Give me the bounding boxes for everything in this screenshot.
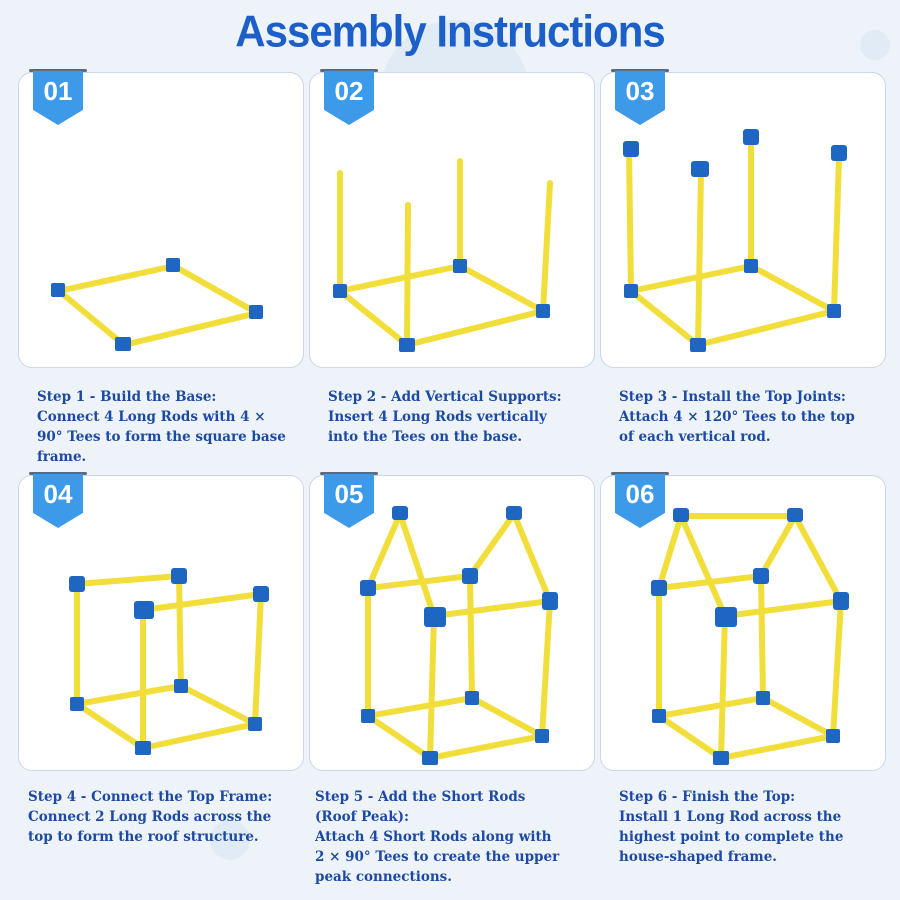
- step-1-text: Step 1 - Build the Base:Connect 4 Long R…: [37, 389, 286, 465]
- step-card-2: 02: [309, 69, 595, 368]
- step-card-5: 05: [309, 472, 595, 771]
- vertical-supports-illustration: [333, 158, 553, 352]
- base-frame-illustration: [51, 258, 263, 351]
- step-card-6: 06: [600, 472, 886, 771]
- step-badge: 03: [611, 69, 669, 127]
- step-badge: 05: [320, 472, 378, 530]
- background-decoration: [860, 30, 890, 60]
- step-card-4: 04: [18, 472, 304, 771]
- top-joints-illustration: [623, 129, 847, 352]
- step-2-text: Step 2 - Add Vertical Supports:Insert 4 …: [328, 389, 562, 445]
- step-6-text: Step 6 - Finish the Top:Install 1 Long R…: [619, 789, 844, 865]
- step-card-3: 03: [600, 69, 886, 368]
- step-badge: 02: [320, 69, 378, 127]
- page-title: Assembly Instructions: [235, 6, 665, 57]
- roof-peak-illustration: [360, 506, 558, 765]
- step-3-text: Step 3 - Install the Top Joints:Attach 4…: [619, 389, 855, 445]
- step-badge: 01: [29, 69, 87, 127]
- background-decoration: [210, 820, 250, 860]
- step-card-1: 01: [18, 69, 304, 368]
- finished-house-frame-illustration: [651, 508, 849, 765]
- step-4-text: Step 4 - Connect the Top Frame:Connect 2…: [28, 789, 273, 845]
- top-frame-illustration: [69, 568, 269, 755]
- step-badge: 04: [29, 472, 87, 530]
- step-5-text: Step 5 - Add the Short Rods (Roof Peak):…: [315, 789, 560, 885]
- step-badge: 06: [611, 472, 669, 530]
